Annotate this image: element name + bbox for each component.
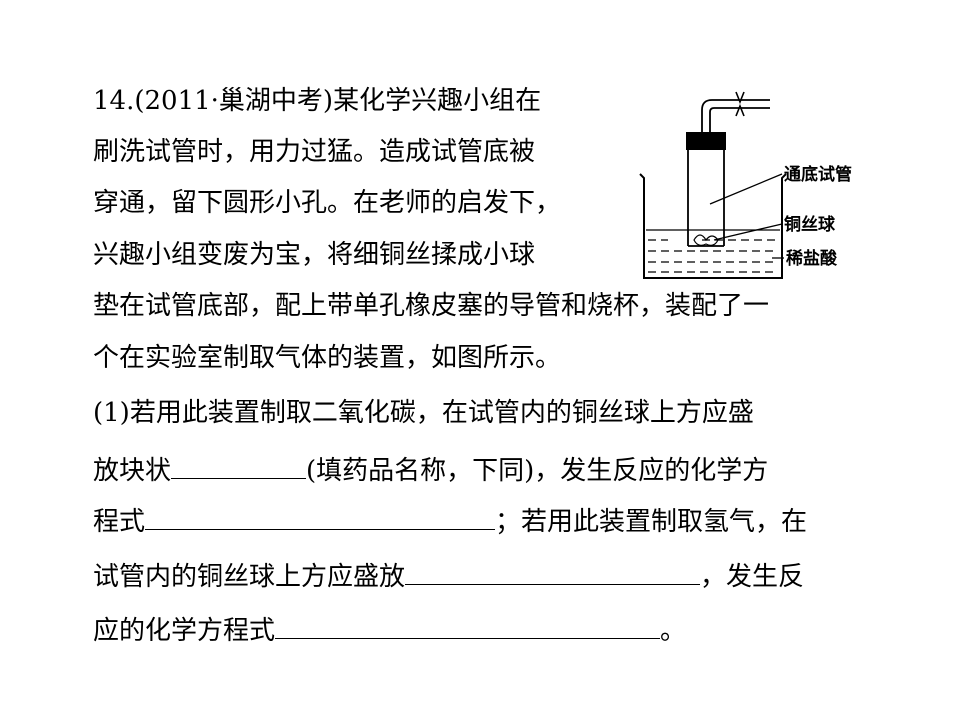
answer-blank[interactable]	[275, 614, 661, 639]
question-text-segment: 试管内的铜丝球上方应盛放	[93, 562, 406, 592]
question-line: 放块状 (填药品名称，下同)，发生反应的化学方	[93, 454, 768, 486]
question-line: 试管内的铜丝球上方应盛放 ，发生反	[93, 560, 804, 592]
question-text-segment: 放块状	[93, 456, 172, 486]
label-tube: 通底试管	[784, 164, 852, 185]
rubber-stopper	[686, 132, 726, 150]
question-line: 刷洗试管时，用力过猛。造成试管底被	[93, 137, 536, 167]
answer-blank[interactable]	[145, 505, 496, 530]
delivery-tube	[701, 99, 770, 132]
question-text-segment: ，发生反	[700, 562, 805, 592]
question-text-segment: 。	[660, 616, 687, 646]
question-line: 穿通，留下圆形小孔。在老师的启发下，	[93, 188, 562, 218]
answer-blank[interactable]	[405, 560, 701, 585]
copper-ball	[693, 234, 719, 246]
question-text-segment: ；若用此装置制取氢气，在	[495, 507, 808, 537]
question-line: 垫在试管底部，配上带单孔橡皮塞的导管和烧杯，装配了一	[93, 291, 770, 321]
apparatus-diagram: 通底试管 铜丝球 稀盐酸	[639, 91, 852, 279]
leader-lines	[709, 173, 784, 259]
test-tube	[687, 148, 725, 247]
answer-blank[interactable]	[171, 454, 307, 479]
question-line: (1)若用此装置制取二氧化碳，在试管内的铜丝球上方应盛	[93, 398, 754, 428]
clamp-icon	[735, 91, 745, 117]
beaker	[639, 173, 787, 279]
question-text-segment: (填药品名称，下同)，发生反应的化学方	[306, 456, 769, 486]
question-line: 个在实验室制取气体的装置，如图所示。	[93, 343, 562, 373]
question-text-segment: 程式	[93, 507, 146, 537]
label-copper-ball: 铜丝球	[784, 214, 836, 235]
question-line: 应的化学方程式 。	[93, 614, 686, 646]
question-line: 兴趣小组变废为宝，将细铜丝揉成小球	[93, 240, 536, 270]
question-line: 程式 ；若用此装置制取氢气，在	[93, 505, 807, 537]
label-acid: 稀盐酸	[786, 248, 838, 269]
question-text-segment: 应的化学方程式	[93, 616, 276, 646]
question-line: 14.(2011·巢湖中考)某化学兴趣小组在	[93, 86, 542, 116]
